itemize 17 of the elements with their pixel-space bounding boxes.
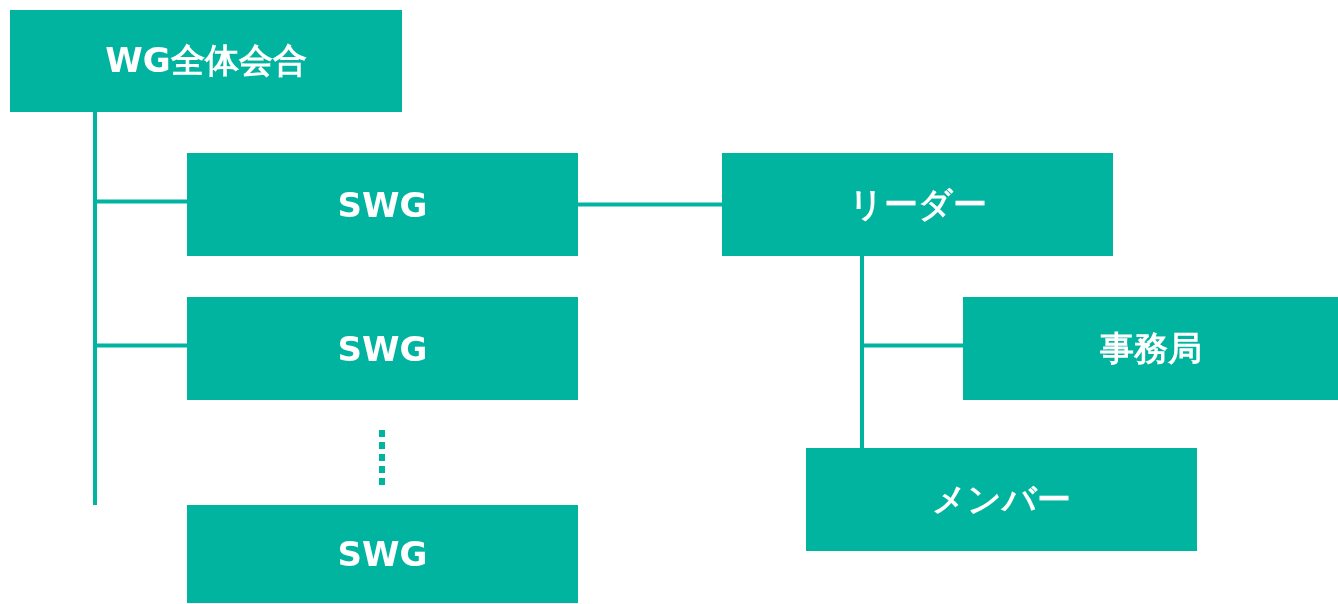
connector-line [860, 256, 864, 448]
box-label: 事務局 [1099, 326, 1202, 370]
box-label: WG全体会合 [105, 39, 307, 82]
org-box [187, 505, 578, 603]
org-box [963, 297, 1338, 400]
org-box [806, 448, 1197, 551]
connector-line [578, 202, 722, 207]
org-box [10, 10, 402, 112]
org-box [187, 153, 578, 256]
org-box [187, 297, 578, 400]
box-label: SWG [337, 184, 428, 225]
box-label: SWG [337, 328, 428, 369]
box-label: SWG [337, 534, 428, 574]
org-box [722, 153, 1113, 256]
box-label: メンバー [932, 477, 1071, 521]
connector-line [93, 112, 97, 505]
box-label: リーダー [848, 182, 987, 226]
